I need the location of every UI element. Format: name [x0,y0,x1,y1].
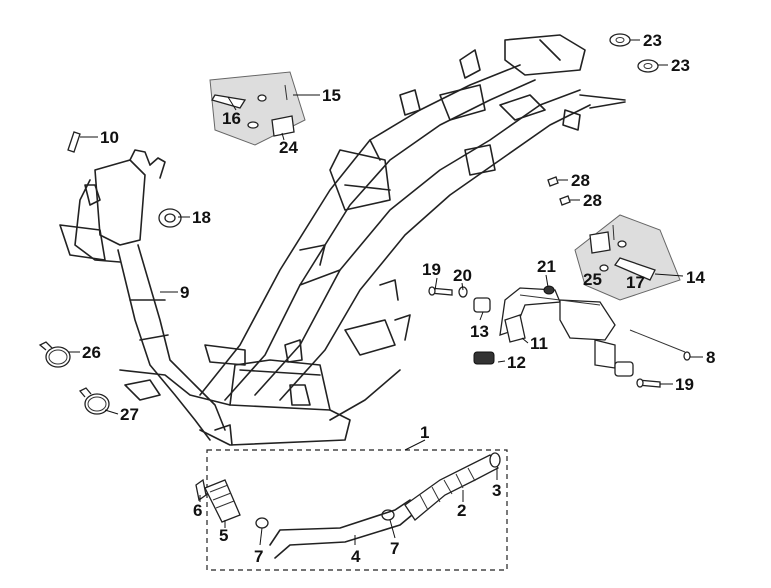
label-3: 3 [492,481,501,500]
pipe-kit-group-box [206,449,508,571]
label-20: 20 [453,266,472,285]
label-23-upper: 23 [643,31,662,50]
label-2: 2 [457,501,466,520]
part-23-washer-lower [637,59,659,73]
label-9: 9 [180,283,189,302]
label-25: 25 [583,270,602,289]
part-21-nut [543,285,555,295]
part-28-screw-lower [559,195,571,206]
label-1: 1 [420,423,429,442]
label-26: 26 [82,343,101,362]
label-14: 14 [686,268,705,287]
stand-assembly [499,287,686,369]
part-13-bushing [473,297,491,313]
label-28-upper: 28 [571,171,590,190]
part-27-hose-clamp [78,387,110,415]
label-12: 12 [507,353,526,372]
part-19-bolt-left [428,286,453,296]
label-4: 4 [351,547,361,566]
label-28-lower: 28 [583,191,602,210]
label-19-right: 19 [675,375,694,394]
inset-bracket-kit-left [209,71,306,146]
label-11: 11 [530,334,548,353]
part-18-washer [158,208,182,228]
label-13: 13 [470,322,489,341]
label-27: 27 [120,405,139,424]
label-18: 18 [192,208,211,227]
part-28-screw-upper [547,176,559,187]
label-5: 5 [219,526,228,545]
label-17: 17 [626,273,645,292]
part-12-rubber-stop [473,351,495,365]
label-15: 15 [322,86,341,105]
label-24: 24 [279,138,298,157]
part-4-bent-tube [269,499,413,559]
main-frame [59,34,626,446]
part-19-bolt-right [636,378,661,388]
part-6-clip [195,478,207,502]
part-23-washer-upper [609,33,631,47]
inset-bracket-kit-right [574,214,681,301]
leader-lines [68,39,703,546]
label-10: 10 [100,128,119,147]
part-number-labels: 10 15 16 24 18 9 26 27 23 23 28 28 14 25… [82,31,715,566]
label-19-left: 19 [422,260,441,279]
part-2-corrugated-hose [404,454,499,521]
part-10-pin [67,131,81,153]
part-7-clamp-left [255,517,269,529]
label-7-left: 7 [254,547,263,566]
part-5-pipe [204,479,241,523]
label-8: 8 [706,348,715,367]
part-bushing-lower [614,361,634,377]
part-26-hose-clamp [38,341,71,368]
part-8-spring-rod [683,351,691,361]
part-11-stand-lever [504,314,526,343]
label-23-lower: 23 [671,56,690,75]
label-6: 6 [193,501,202,520]
part-3-ring [489,452,501,468]
label-16: 16 [222,109,241,128]
label-21: 21 [537,257,556,276]
label-7-right: 7 [390,539,399,558]
